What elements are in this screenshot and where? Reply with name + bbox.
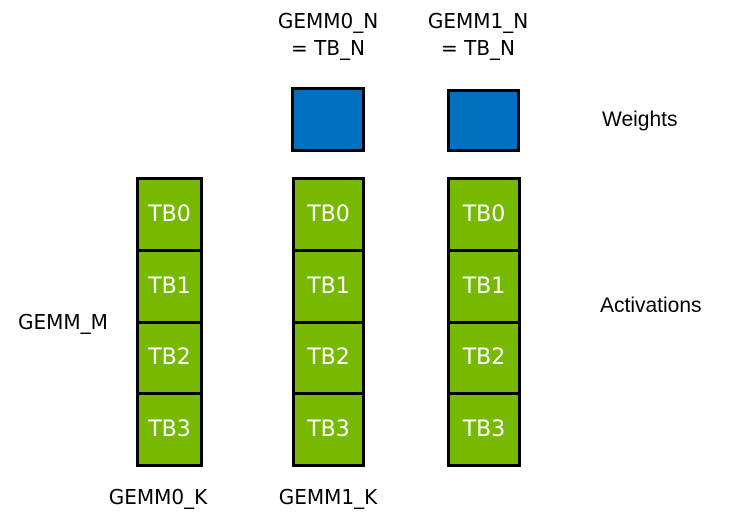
tb-cell: TB1	[139, 252, 200, 324]
tb-cell: TB0	[139, 180, 200, 252]
weights-block-gemm1	[447, 89, 520, 152]
activations-column-0: TB0 TB1 TB2 TB3	[136, 177, 203, 467]
tb-cell: TB0	[450, 180, 518, 252]
gemm1-n-line1: GEMM1_N	[427, 9, 529, 33]
gemm1-k-label: GEMM1_K	[278, 485, 378, 509]
gemm1-n-line2: = TB_N	[440, 36, 515, 60]
tb-cell: TB2	[139, 324, 200, 396]
weights-label: Weights	[602, 108, 678, 131]
gemm0-n-line1: GEMM0_N	[277, 9, 379, 33]
activations-label: Activations	[600, 294, 702, 317]
tb-cell: TB3	[148, 417, 191, 443]
tb-cell: TB1	[295, 252, 362, 324]
tb-cell: TB2	[450, 324, 518, 396]
gemm1-n-label: GEMM1_N = TB_N	[412, 8, 544, 62]
tb-cell: TB1	[450, 252, 518, 324]
tb-cell: TB3	[462, 417, 506, 443]
tb-cell: TB3	[307, 417, 350, 443]
gemm0-k-label: GEMM0_K	[108, 485, 208, 509]
tb-cell: TB0	[295, 180, 362, 252]
activations-column-2: TB0 TB1 TB2 TB3	[447, 177, 521, 467]
gemm0-n-label: GEMM0_N = TB_N	[262, 8, 394, 62]
activations-column-1: TB0 TB1 TB2 TB3	[292, 177, 365, 467]
tb-cell: TB2	[295, 324, 362, 396]
gemm0-n-line2: = TB_N	[290, 36, 365, 60]
gemm-m-label: GEMM_M	[18, 310, 108, 334]
weights-block-gemm0	[291, 87, 365, 152]
